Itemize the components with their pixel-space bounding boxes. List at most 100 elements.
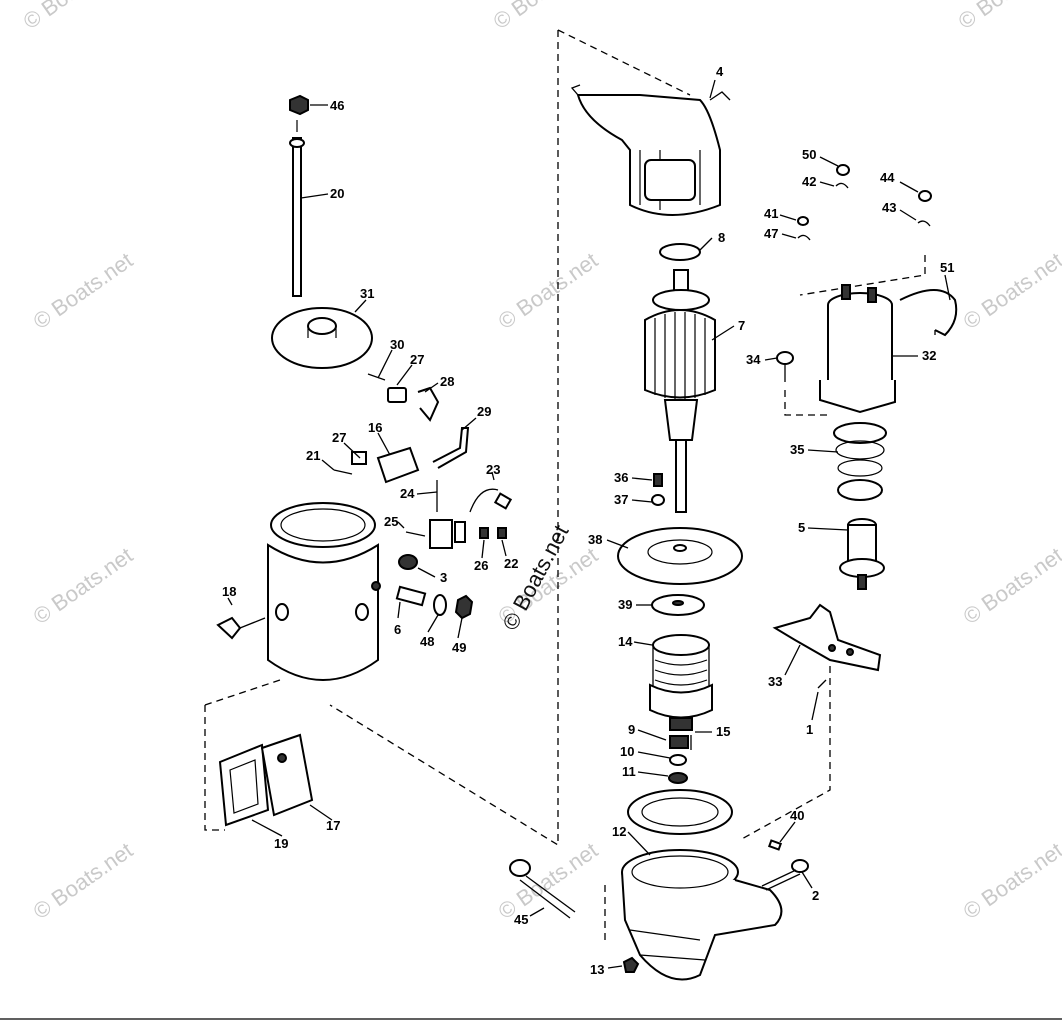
nut-41 [797,216,809,226]
callout-36: 36 [614,470,628,485]
plunger-5 [839,518,885,590]
nut-22 [497,527,507,539]
callout-38: 38 [588,532,602,547]
screw-34-head [776,351,794,365]
watermark: © Boats.net [29,542,138,629]
callout-35: 35 [790,442,804,457]
callout-15: 15 [716,724,730,739]
callout-1: 1 [806,722,813,737]
callout-3: 3 [440,570,447,585]
bolt-2 [761,859,809,891]
nut-46 [289,94,309,116]
ring-10 [669,754,687,766]
pin-40 [767,839,783,851]
washer-47 [797,234,811,241]
callout-45: 45 [514,912,528,927]
washer-8 [659,243,701,261]
callout-13: 13 [590,962,604,977]
thrust-washer-38 [617,527,743,585]
callout-28: 28 [440,374,454,389]
callout-39: 39 [618,597,632,612]
leader-lines [227,79,951,969]
watermark-layer: © Boats.net © Boats.net © Boats.net © Bo… [19,0,1062,924]
nut-50 [836,164,850,176]
cover-17 [260,733,314,817]
insulator [454,521,466,543]
callout-23: 23 [486,462,500,477]
callout-49: 49 [452,640,466,655]
callout-24: 24 [400,486,415,501]
watermark: © Boats.net [29,247,138,334]
screw-30 [367,373,386,381]
brush-27b [351,451,367,465]
nut-44 [918,190,932,202]
callout-labels: 46 20 31 30 27 28 29 27 16 21 23 24 25 2… [222,64,954,977]
lead-23 [469,488,499,513]
sleeve-9 [669,735,689,749]
drive-pinion [649,683,713,731]
callout-17: 17 [326,818,340,833]
through-bolt-20 [289,120,305,297]
callout-6: 6 [394,622,401,637]
clip-28 [417,386,440,422]
spring-35 [833,422,887,501]
screw-36 [653,473,663,487]
watermark: © Boats.net [29,837,138,924]
watermark: © Boats.net [959,542,1062,629]
watermark: © Boats.net [489,0,598,34]
callout-21: 21 [306,448,320,463]
nut-13 [622,956,640,973]
terminal-block [429,519,453,549]
callout-2: 2 [812,888,819,903]
callout-48: 48 [420,634,434,649]
watermark: © Boats.net [959,837,1062,924]
callout-46: 46 [330,98,344,113]
screw-21 [333,469,353,475]
callout-18: 18 [222,584,236,599]
brush-holder-16 [376,446,420,484]
solenoid-32 [819,284,896,414]
left-parts [216,94,513,827]
callout-50: 50 [802,147,816,162]
drive-spring-14 [652,634,710,690]
bushing-3 [398,554,418,570]
callout-33: 33 [768,674,782,689]
callout-51: 51 [940,260,954,275]
strap-51 [899,289,958,337]
callout-9: 9 [628,722,635,737]
callout-10: 10 [620,744,634,759]
callout-41: 41 [764,206,778,221]
pin-1 [817,679,827,689]
callout-16: 16 [368,420,382,435]
callout-32: 32 [922,348,936,363]
callout-42: 42 [802,174,816,189]
watermark: © Boats.net [494,837,603,924]
callout-37: 37 [614,492,628,507]
brush-27 [387,387,407,403]
watermark: © Boats.net [959,247,1062,334]
callout-44: 44 [880,170,895,185]
callout-7: 7 [738,318,745,333]
callout-27a: 27 [410,352,424,367]
terminal-23 [493,492,513,510]
callout-31: 31 [360,286,374,301]
callout-30: 30 [390,337,404,352]
callout-27b: 27 [332,430,346,445]
watermark: © Boats.net [19,0,128,34]
screw-18 [216,616,242,640]
strap-29 [432,427,470,469]
watermark: © Boats.net [494,247,603,334]
washer-43 [917,220,931,227]
callout-19: 19 [274,836,288,851]
washer-48 [433,594,447,616]
stud-6 [395,585,427,607]
callout-20: 20 [330,186,344,201]
callout-29: 29 [477,404,491,419]
callout-34: 34 [746,352,761,367]
callout-12: 12 [612,824,626,839]
callout-47: 47 [764,226,778,241]
callout-43: 43 [882,200,896,215]
gasket-19 [218,743,270,827]
drive-housing [621,849,783,981]
